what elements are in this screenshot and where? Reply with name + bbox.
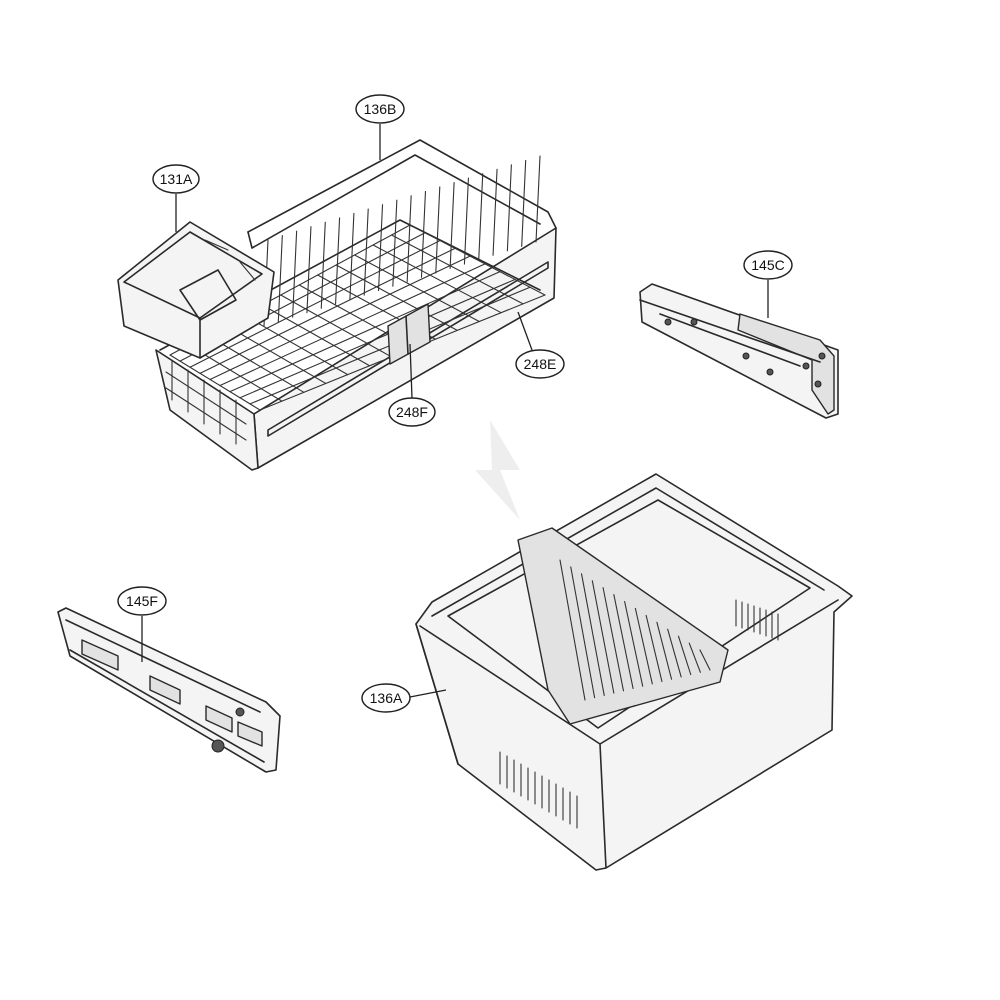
callout-label-136B: 136B [364,101,397,117]
callout-136A: 136A [361,683,447,713]
callout-136B: 136B [355,94,405,160]
slide-rail-145F [57,607,281,773]
callout-label-145F: 145F [126,593,158,609]
small-bin-131A [117,221,275,359]
callout-label-248F: 248F [396,404,428,420]
callout-label-131A: 131A [160,171,193,187]
callout-label-248E: 248E [524,356,557,372]
callout-145F: 145F [117,586,167,662]
callout-248E: 248E [515,311,565,379]
slide-rail-145C [639,283,839,419]
callout-145C: 145C [743,250,793,318]
callout-248F: 248F [388,343,436,427]
wire-basket-136B [155,139,557,471]
freezer-drawer-136A [415,473,853,871]
watermark-logo [475,420,520,520]
callout-label-136A: 136A [370,690,403,706]
callout-label-145C: 145C [751,257,784,273]
callout-131A: 131A [152,164,200,232]
